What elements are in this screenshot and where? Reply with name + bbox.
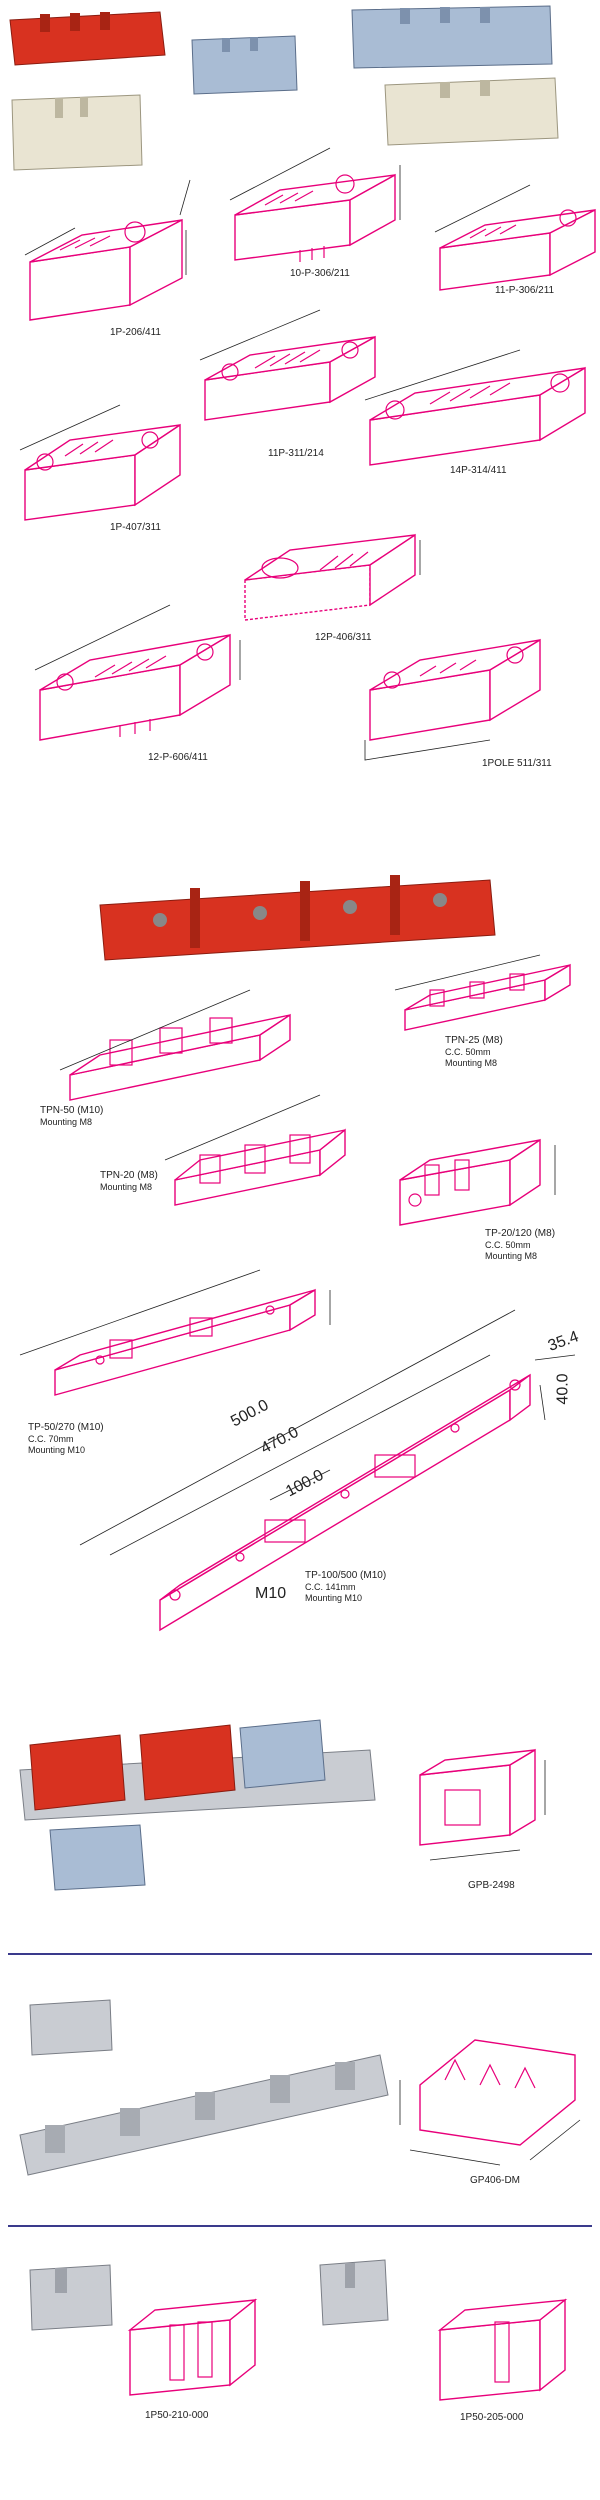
drawing-1p50-210-000 bbox=[127, 2298, 258, 2396]
label-1p-407-311: 1P-407/311 bbox=[110, 522, 161, 533]
tpn-20-name: TPN-20 (M8) bbox=[100, 1170, 158, 1181]
tp-50-270-mounting: Mounting M10 bbox=[28, 1445, 86, 1455]
tp-100-500-mounting: Mounting M10 bbox=[305, 1593, 363, 1603]
drawing-1p50-205-000 bbox=[437, 2298, 568, 2401]
drawing-tpn-20 bbox=[164, 1094, 346, 1206]
section-divider bbox=[8, 2225, 592, 2227]
beige-large-support-photo bbox=[384, 77, 559, 146]
drawing-11p-311-214 bbox=[199, 309, 376, 421]
label-1p-206-411: 1P-206/411 bbox=[110, 327, 161, 338]
label-1p50-205-000: 1P50-205-000 bbox=[460, 2412, 524, 2423]
tpn-25-mounting: Mounting M8 bbox=[445, 1058, 498, 1068]
tpn-25-cc: C.C. 50mm bbox=[445, 1047, 491, 1057]
red-blue-support-assembly-photo bbox=[19, 1719, 376, 1891]
tp-100-500-cc: C.C. 141mm bbox=[305, 1582, 356, 1592]
label-tpn-25: TPN-25 (M8) C.C. 50mm Mounting M8 bbox=[445, 1035, 503, 1069]
label-gp406-dm: GP406-DM bbox=[470, 2175, 521, 2186]
grey-porcelain-support-photo bbox=[19, 1999, 389, 2176]
label-11p-311-214: 11P-311/214 bbox=[268, 448, 324, 459]
tp-20-120-name: TP-20/120 (M8) bbox=[485, 1228, 556, 1239]
drawing-11p-306-211 bbox=[434, 184, 596, 291]
label-10p-306-211: 10-P-306/211 bbox=[290, 268, 350, 279]
drawing-1pole-511-311 bbox=[364, 638, 541, 761]
drawing-1p-206-411 bbox=[24, 179, 191, 321]
tp100-bolt-dim: M10 bbox=[255, 1585, 287, 1602]
blue-large-support-photo bbox=[351, 5, 553, 69]
tp-20-120-cc: C.C. 50mm bbox=[485, 1240, 531, 1250]
label-14p-314-411: 14P-314/411 bbox=[450, 465, 507, 476]
tpn-50-name: TPN-50 (M10) bbox=[40, 1105, 104, 1116]
drawing-12p-606-411 bbox=[34, 604, 241, 741]
label-11p-306-211: 11-P-306/211 bbox=[495, 285, 555, 296]
tp-100-500-name: TP-100/500 (M10) bbox=[305, 1570, 387, 1581]
tpn-50-mounting: Mounting M8 bbox=[40, 1117, 93, 1127]
drawing-gpb-2498 bbox=[419, 1748, 546, 1861]
label-12p-606-411: 12-P-606/411 bbox=[148, 752, 208, 763]
label-1p50-210-000: 1P50-210-000 bbox=[145, 2410, 209, 2421]
red-busbar-support-photo bbox=[9, 11, 166, 66]
tp-20-120-mounting: Mounting M8 bbox=[485, 1251, 538, 1261]
drawing-tp-50-270 bbox=[19, 1269, 331, 1396]
drawing-tpn-50 bbox=[59, 989, 291, 1101]
tp100-height-dim: 40.0 bbox=[554, 1373, 572, 1405]
label-tpn-50: TPN-50 (M10) Mounting M8 bbox=[40, 1105, 103, 1128]
tpn-20-mounting: Mounting M8 bbox=[100, 1182, 153, 1192]
drawing-1p-407-311 bbox=[19, 404, 181, 521]
tp-50-270-cc: C.C. 70mm bbox=[28, 1434, 74, 1444]
tpn-25-name: TPN-25 (M8) bbox=[445, 1035, 503, 1046]
drawing-tpn-25 bbox=[394, 954, 571, 1031]
grey-block-photo-right bbox=[319, 2259, 389, 2326]
label-tp-20-120: TP-20/120 (M8) C.C. 50mm Mounting M8 bbox=[485, 1228, 555, 1262]
tp-50-270-name: TP-50/270 (M10) bbox=[28, 1422, 104, 1433]
label-1pole-511-311: 1POLE 511/311 bbox=[482, 758, 552, 769]
section-divider bbox=[8, 1953, 592, 1955]
blue-small-support-photo bbox=[191, 35, 298, 95]
label-gpb-2498: GPB-2498 bbox=[468, 1880, 515, 1891]
grey-block-photo-left bbox=[29, 2264, 113, 2331]
red-tp-busbar-photo bbox=[99, 875, 496, 961]
label-tp-50-270: TP-50/270 (M10) C.C. 70mm Mounting M10 bbox=[28, 1422, 104, 1456]
beige-busbar-support-photo bbox=[11, 94, 143, 171]
label-tp-100-500: TP-100/500 (M10) C.C. 141mm Mounting M10 bbox=[305, 1570, 386, 1604]
drawing-12p-406-311 bbox=[244, 533, 421, 621]
drawing-10p-306-211 bbox=[229, 147, 401, 262]
drawing-tp-100-500 bbox=[79, 1309, 576, 1632]
drawing-gp406-dm bbox=[399, 2039, 581, 2166]
drawing-14p-314-411 bbox=[364, 349, 586, 466]
label-tpn-20: TPN-20 (M8) Mounting M8 bbox=[100, 1170, 158, 1193]
drawing-tp-20-120 bbox=[399, 1138, 556, 1226]
label-12p-406-311: 12P-406/311 bbox=[315, 632, 372, 643]
